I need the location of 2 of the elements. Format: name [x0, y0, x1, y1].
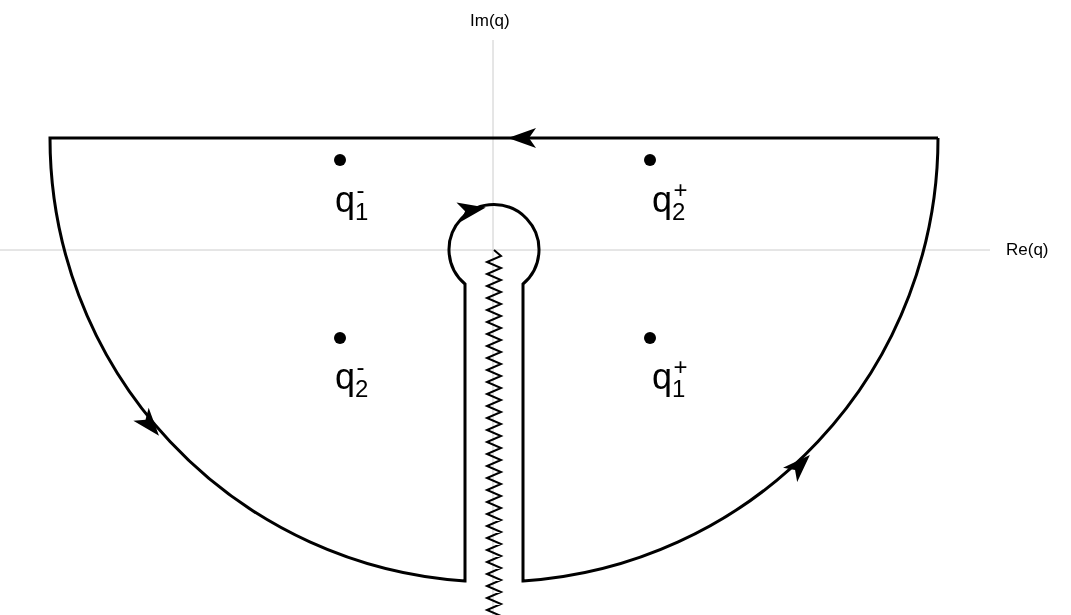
axis-label: Re(q)	[1006, 241, 1049, 258]
axis-label: Im(q)	[470, 12, 510, 29]
